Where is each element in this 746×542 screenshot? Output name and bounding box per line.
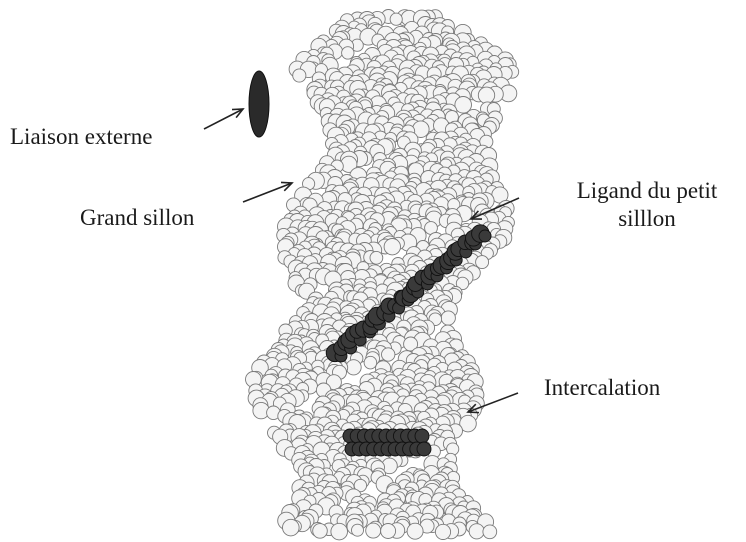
dna-atom [483,525,497,539]
arrow-icon [243,182,292,202]
dna-atom [293,69,306,82]
dna-atom [435,524,450,539]
arrow-icon [204,109,243,129]
ligand-atom [417,442,431,456]
label-minor-groove-line2: silllon [566,205,728,233]
dna-atom [384,239,400,255]
dna-atom [342,47,354,59]
dna-atom [476,256,489,269]
intercalator-ligand [343,429,431,456]
dna-atom [370,251,383,264]
label-external-binding: Liaison externe [10,123,152,151]
dna-atom [366,523,381,538]
dna-atom-spheres [246,10,519,540]
dna-atom [478,87,494,103]
external-binding-ligand [249,71,269,137]
dna-atom [313,524,328,539]
dna-atom [390,13,402,25]
dna-atom [407,523,423,539]
label-intercalation: Intercalation [544,374,660,402]
ligand-atom [479,230,491,242]
label-major-groove: Grand sillon [80,204,194,232]
dna-atom [283,519,300,536]
dna-atom [331,523,348,540]
dna-atom [381,524,396,539]
label-minor-groove-ligand: Ligand du petit silllon [566,177,728,233]
dna-atom [441,311,455,325]
label-minor-groove-line1: Ligand du petit [566,177,728,205]
dna-atom [364,356,377,369]
dna-atom [469,524,484,539]
ligand-atom [415,429,429,443]
dna-atom [382,348,395,361]
dna-atom [352,524,364,536]
dna-atom [346,360,361,375]
